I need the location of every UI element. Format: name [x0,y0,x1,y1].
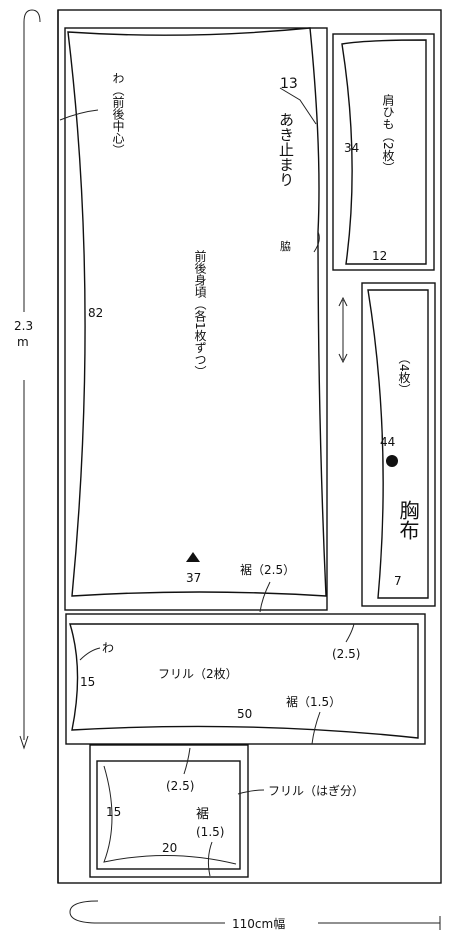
frill-hem-leader [311,711,321,745]
width-dimension-left [69,900,225,924]
fold-leader [59,109,99,121]
strap-length: 34 [344,141,359,155]
frill-large-seamline [69,623,419,739]
frill-small-height: 15 [106,805,121,819]
body-armpit-label: 脇 [280,240,291,253]
body-opening-label: あき止まり [277,112,295,187]
body-hem-leader [259,581,271,613]
bib-width: 7 [394,574,402,588]
bib-name: 胸布 [396,500,420,540]
opening-mark [279,87,317,125]
grain-arrow-icon [338,296,348,364]
strap-name: 肩ひも（2枚） [381,93,395,174]
fabric-width-label: 110cm幅 [232,916,285,931]
frill-small-hem-leader [207,841,213,877]
strap-width: 12 [372,249,387,263]
strap-piece-seamline [341,39,427,265]
length-dimension-top [23,9,41,312]
frill-small-hem-allowance: (1.5) [196,825,224,839]
frill-small-width: 20 [162,841,177,855]
body-top-dim: 13 [280,76,298,92]
bib-piece-seamline [367,289,429,599]
frill-large-width: 50 [237,707,252,721]
body-length: 82 [88,306,103,320]
body-fold-label: わ（前後中心） [111,72,125,156]
body-width: 37 [186,571,201,585]
length-arrow-icon [19,735,29,750]
body-piece-outline [64,27,328,611]
bib-length: 44 [380,435,395,449]
fabric-length-value: 2.3 [14,319,33,333]
frill-large-fold-label: わ [102,641,114,655]
body-hem-label: 裾（2.5） [240,562,295,577]
bib-dot-mark [386,455,398,467]
bib-count: （4枚） [397,352,411,396]
frill-small-inner [96,760,241,870]
fabric-length-unit: m [17,335,29,349]
frill-fold-leader [79,647,101,661]
frill-large-height: 15 [80,675,95,689]
frill-small-name: フリル（はぎ分） [268,784,364,798]
frill-small-top-leader [183,747,191,775]
frill-large-name: フリル（2枚） [158,666,238,681]
body-piece-seamline [67,27,327,597]
frill-top-leader [345,623,355,643]
frill-small-name-leader [237,789,265,795]
bib-piece-outline [361,282,436,607]
armpit-mark [313,231,320,253]
frill-large-top-allowance: (2.5) [332,647,360,661]
frill-small-outline [89,744,249,878]
frill-large-outline [65,613,426,745]
strap-piece-outline [332,33,435,271]
body-grain-mark [186,552,200,562]
frill-small-top-allowance: (2.5) [166,779,194,793]
body-name: 前後身頃（各1枚ずつ） [193,249,207,378]
frill-small-seamline [103,765,237,865]
frill-large-hem-label: 裾（1.5） [286,694,341,709]
frill-small-hem-label: 裾 [196,807,209,822]
